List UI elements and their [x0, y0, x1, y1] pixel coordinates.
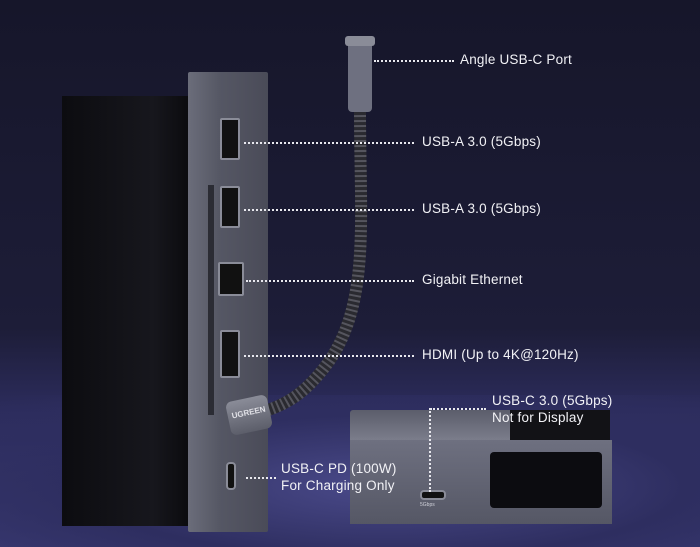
label-ethernet: Gigabit Ethernet [422, 272, 523, 287]
label-usb-c-data-line1: USB-C 3.0 (5Gbps) [492, 393, 613, 408]
label-usb-c-pd-line2: For Charging Only [281, 478, 395, 493]
angle-usb-c-connector [348, 36, 372, 112]
usb-a-port-2 [220, 186, 240, 228]
hub-slot-divider [208, 185, 214, 415]
usb-c-data-port [420, 490, 446, 500]
label-usb-a-1: USB-A 3.0 (5Gbps) [422, 134, 541, 149]
label-hdmi: HDMI (Up to 4K@120Hz) [422, 347, 579, 362]
usb-c-pd-port [226, 462, 236, 490]
leader-usb-a-2 [244, 209, 414, 211]
label-usb-a-2: USB-A 3.0 (5Gbps) [422, 201, 541, 216]
leader-angle-port [374, 60, 454, 62]
label-usb-c-pd-line1: USB-C PD (100W) [281, 461, 397, 476]
hub-back-block [62, 96, 192, 526]
leader-ethernet [246, 280, 414, 282]
usb-a-port-1 [220, 118, 240, 160]
port-marking: 5Gbps [420, 502, 435, 508]
device-opening [490, 452, 602, 508]
leader-usb-a-1 [244, 142, 414, 144]
brand-logo: UGREEN [230, 404, 267, 421]
leader-usb-c-pd [246, 477, 276, 479]
hdmi-port [220, 330, 240, 378]
device-dark-cap [510, 410, 610, 440]
leader-hdmi [244, 355, 414, 357]
label-angle-usb-c-port: Angle USB-C Port [460, 52, 572, 67]
ethernet-port [218, 262, 244, 296]
leader-usb-c-data-v [429, 408, 431, 492]
leader-usb-c-data-h [430, 408, 486, 410]
label-usb-c-data-line2: Not for Display [492, 410, 584, 425]
